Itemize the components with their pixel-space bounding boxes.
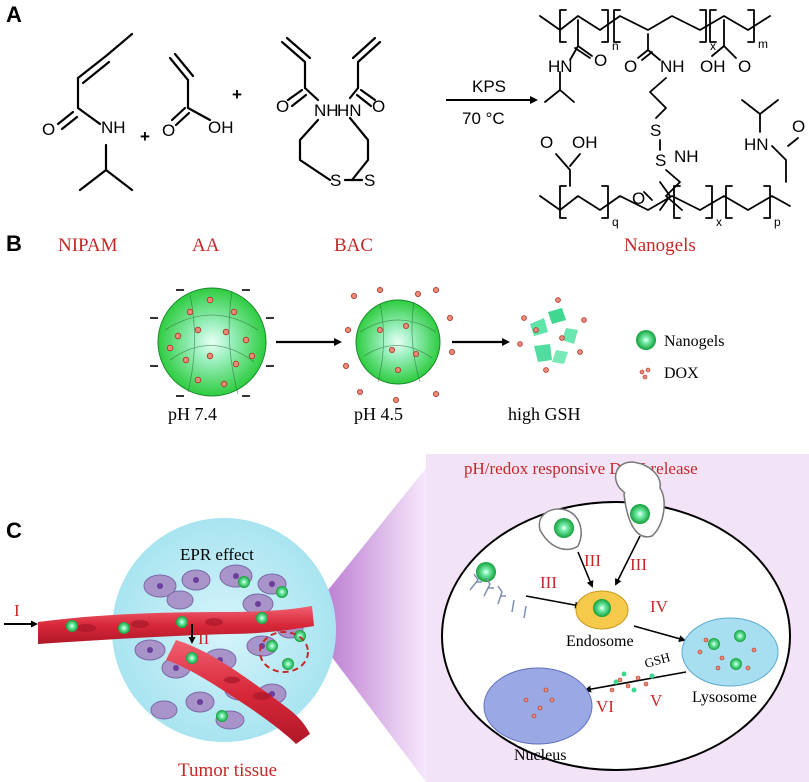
product-o3: O <box>738 57 751 76</box>
product-nh-top: NH <box>660 57 685 76</box>
bac-o1-label: O <box>276 97 289 116</box>
bac-structure: O O NH HN S S <box>276 36 385 190</box>
nipam-o-label: O <box>42 120 55 139</box>
nipam-isopropyl <box>78 143 134 192</box>
product-hn2: HN <box>744 135 769 154</box>
product-o1: O <box>594 51 607 70</box>
bac-o2-label: O <box>372 97 385 116</box>
sub-x1: x <box>710 39 716 53</box>
nanogel-ph74 <box>150 287 274 397</box>
arrow-iii-a <box>525 595 582 609</box>
product-o5: O <box>540 133 553 152</box>
product-hn1: HN <box>548 57 573 76</box>
sub-q: q <box>612 215 619 229</box>
plus-sign-2: + <box>232 85 242 104</box>
legend-dox-swatch <box>639 367 651 380</box>
aa-name: AA <box>192 235 220 256</box>
legend: Nanogels DOX <box>636 330 724 382</box>
arrow-iii-b <box>577 551 594 588</box>
aa-backbone <box>168 56 212 122</box>
bac-nh2-label: HN <box>337 101 362 120</box>
step-iii-c: III <box>630 555 647 574</box>
legend-dox: DOX <box>664 365 699 382</box>
nanogels-name: Nanogels <box>624 235 696 256</box>
sub-m: m <box>758 37 768 51</box>
top-backbone <box>539 15 771 31</box>
panel-a: A O NH + O OH + <box>6 2 805 256</box>
step-ii: II <box>198 629 210 648</box>
arrow-iv <box>633 625 686 643</box>
step-vi: VI <box>596 697 614 716</box>
nucleus-label: Nucleus <box>514 747 566 764</box>
receptors <box>469 573 527 619</box>
bac-right-chain <box>348 116 370 182</box>
product-oh-top: OH <box>700 57 726 76</box>
stage-label-ph45: pH 4.5 <box>354 404 403 424</box>
step-iv: IV <box>650 597 669 616</box>
step-iii-a: III <box>540 573 557 592</box>
bac-s1-label: S <box>330 171 341 190</box>
epr-label: EPR effect <box>180 545 254 564</box>
nipam-nh-label: NH <box>101 118 126 137</box>
bac-nh1-label: NH <box>314 101 339 120</box>
legend-nanogel-swatch <box>636 330 656 350</box>
aa-structure: O OH <box>162 52 234 140</box>
tumor-nanogels <box>66 576 306 722</box>
panel-c-title: pH/redox responsive DOX release <box>464 459 698 478</box>
lysosome-contents <box>697 630 757 671</box>
product-s1: S <box>650 121 661 140</box>
sub-x2: x <box>716 215 722 229</box>
legend-nanogels: Nanogels <box>664 333 724 350</box>
sub-p: p <box>774 215 781 229</box>
bac-name: BAC <box>334 235 373 256</box>
bac-s2-label: S <box>364 171 375 190</box>
step-v: V <box>650 691 663 710</box>
nipam-vinyl <box>76 32 134 80</box>
product-nh-bot: NH <box>674 147 699 166</box>
aa-o-label: O <box>162 121 175 140</box>
endosome-label: Endosome <box>566 633 634 650</box>
nucleus <box>483 667 593 745</box>
arrow-iii-c <box>615 535 641 586</box>
panel-a-letter: A <box>6 2 22 27</box>
bac-left-chain <box>298 118 332 182</box>
panel-b: B <box>6 231 724 424</box>
bottom-backbone <box>539 195 791 211</box>
panel-c: C pH/redox responsive DOX release <box>4 454 809 782</box>
zoom-region-circle <box>259 631 309 673</box>
temperature-label: 70 °C <box>462 109 505 128</box>
tumor-label: Tumor tissue <box>178 760 277 781</box>
step-i: I <box>14 601 20 620</box>
panel-b-letter: B <box>6 231 22 256</box>
blood-vessel-main <box>38 606 314 644</box>
product-s2: S <box>655 151 666 170</box>
reagent-label: KPS <box>472 77 506 96</box>
step-iii-b: III <box>584 551 601 570</box>
nipam-structure: O NH <box>42 32 134 192</box>
nanogel-product-structure: n x m HN O O NH S S NH OH O HN <box>539 9 805 229</box>
panel-c-letter: C <box>6 518 22 543</box>
dox-release-stream <box>584 671 687 693</box>
blood-vessel-branch <box>166 640 310 744</box>
product-o2: O <box>624 57 637 76</box>
lysosome <box>681 617 779 687</box>
stage-label-ph74: pH 7.4 <box>168 404 217 424</box>
aa-oh-label: OH <box>208 118 234 137</box>
gsh-label: GSH <box>643 649 672 671</box>
lysosome-label: Lysosome <box>692 689 757 706</box>
product-oh-bot: OH <box>572 133 598 152</box>
nipam-name: NIPAM <box>58 235 118 256</box>
plus-sign-1: + <box>140 127 150 146</box>
zoom-cone <box>304 468 426 782</box>
reaction-arrow: KPS 70 °C <box>446 77 538 128</box>
sub-n: n <box>612 39 619 53</box>
product-o4: O <box>792 117 805 136</box>
stage-label-gsh: high GSH <box>508 404 581 424</box>
nanogel-ph45 <box>342 286 455 403</box>
nanogel-fragments <box>517 297 587 373</box>
